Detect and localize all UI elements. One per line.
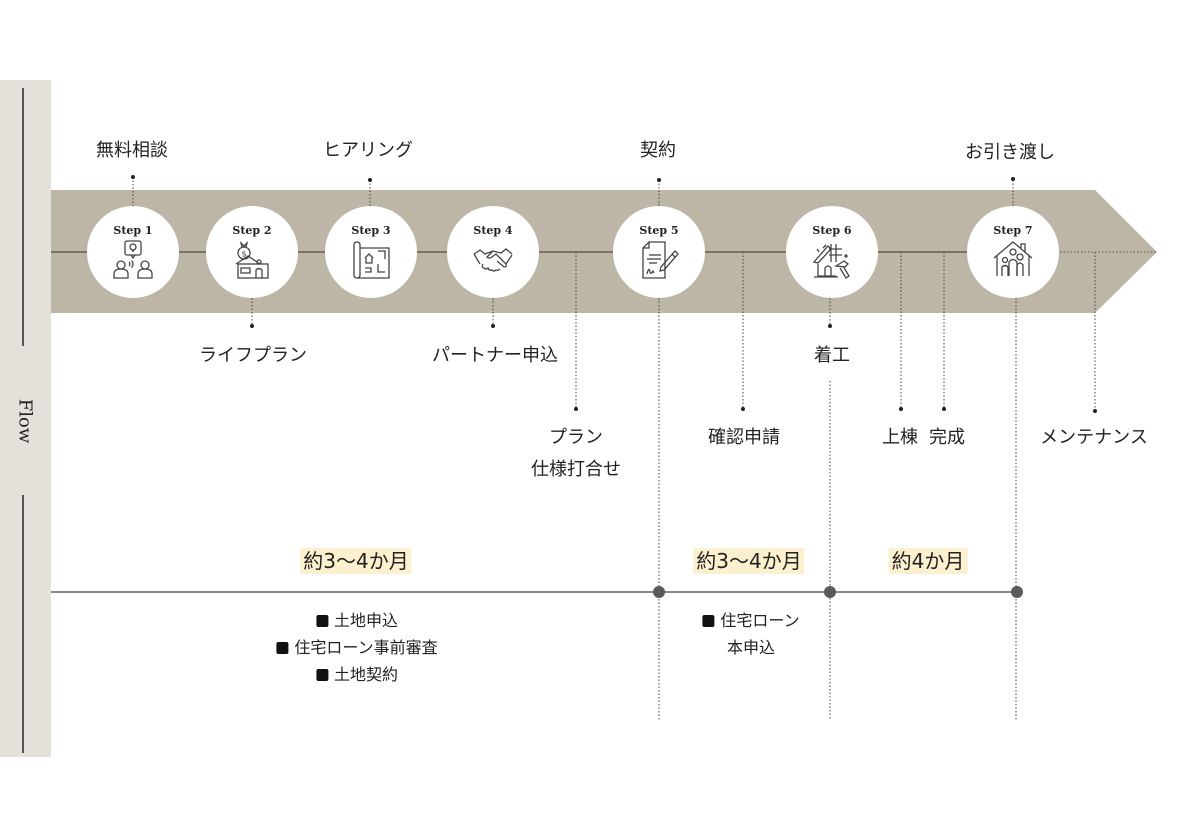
sub-milestone-maintenance: メンテナンス bbox=[1040, 427, 1148, 448]
bullet-square-icon bbox=[702, 615, 715, 627]
svg-text:$: $ bbox=[242, 250, 247, 259]
connector-dot bbox=[899, 407, 903, 411]
milestone-contract: 契約 bbox=[640, 140, 676, 161]
construction-icon bbox=[812, 244, 850, 279]
bullet-square-icon bbox=[276, 642, 289, 654]
timeline-node bbox=[1011, 586, 1023, 598]
timeline-node bbox=[824, 586, 836, 598]
step-label: Step 7 bbox=[993, 224, 1033, 237]
blueprint-icon bbox=[353, 241, 390, 279]
connector-dot bbox=[491, 324, 495, 328]
step-label: Step 1 bbox=[113, 224, 153, 237]
period-label-1: 約3〜4か月 bbox=[300, 548, 412, 574]
period-2-tasks: 住宅ローン 本申込 bbox=[702, 607, 800, 661]
connector-dot bbox=[250, 324, 254, 328]
task-text: 土地申込 bbox=[333, 611, 399, 630]
sidebar-divider-bottom bbox=[22, 495, 24, 753]
task-text: 土地契約 bbox=[333, 665, 399, 684]
step-label: Step 6 bbox=[812, 224, 852, 237]
task-item: 住宅ローン bbox=[702, 607, 800, 634]
connector-dot bbox=[368, 178, 372, 182]
milestone-partner-application: パートナー申込 bbox=[432, 345, 558, 366]
sub-milestone-plan: プラン bbox=[549, 427, 603, 448]
consultation-icon bbox=[113, 240, 153, 279]
sidebar-divider-top bbox=[22, 88, 24, 346]
milestone-life-plan: ライフプラン bbox=[199, 345, 307, 366]
bullet-square-icon bbox=[315, 669, 328, 681]
milestone-handover: お引き渡し bbox=[965, 142, 1055, 163]
task-item: 土地申込 bbox=[276, 607, 437, 634]
step-1[interactable]: Step 1 bbox=[87, 206, 179, 298]
connector-dot bbox=[574, 407, 578, 411]
sub-milestone-spec-meeting: 仕様打合せ bbox=[531, 459, 621, 480]
milestone-construction-start: 着工 bbox=[814, 345, 850, 366]
sub-milestone-confirmation: 確認申請 bbox=[708, 427, 780, 448]
task-text: 住宅ローン bbox=[720, 611, 800, 630]
step-label: Step 4 bbox=[473, 224, 513, 237]
house-money-icon: $ bbox=[235, 240, 269, 279]
connector-dot bbox=[131, 175, 135, 179]
handshake-icon bbox=[473, 248, 513, 272]
period-1-tasks: 土地申込 住宅ローン事前審査 土地契約 bbox=[276, 607, 438, 688]
step-6[interactable]: Step 6 bbox=[786, 206, 878, 298]
sub-milestone-framing: 上棟 bbox=[882, 427, 918, 448]
step-5[interactable]: Step 5 bbox=[613, 206, 705, 298]
step-4[interactable]: Step 4 bbox=[447, 206, 539, 298]
period-label-3: 約4か月 bbox=[888, 548, 968, 574]
timeline-node bbox=[653, 586, 665, 598]
task-item-continued: 本申込 bbox=[702, 634, 799, 661]
connector-dot bbox=[942, 407, 946, 411]
step-label: Step 5 bbox=[639, 224, 679, 237]
bullet-square-icon bbox=[315, 615, 328, 627]
sub-milestone-completion: 完成 bbox=[929, 427, 965, 448]
step-7[interactable]: Step 7 bbox=[967, 206, 1059, 298]
family-home-icon bbox=[993, 241, 1033, 276]
sidebar: Flow bbox=[0, 80, 51, 757]
milestone-free-consultation: 無料相談 bbox=[96, 140, 168, 161]
step-2[interactable]: Step 2 $ bbox=[206, 206, 298, 298]
task-text: 住宅ローン事前審査 bbox=[294, 638, 438, 657]
milestone-hearing: ヒアリング bbox=[323, 140, 413, 161]
connector-dot bbox=[828, 324, 832, 328]
task-item: 住宅ローン事前審査 bbox=[276, 634, 438, 661]
step-3[interactable]: Step 3 bbox=[325, 206, 417, 298]
step-label: Step 2 bbox=[232, 224, 272, 237]
connector-dot bbox=[1011, 177, 1015, 181]
connector-dot bbox=[741, 407, 745, 411]
connector-dot bbox=[1093, 409, 1097, 413]
step-label: Step 3 bbox=[351, 224, 391, 237]
contract-signing-icon bbox=[642, 241, 679, 279]
task-text: 本申込 bbox=[726, 638, 776, 657]
period-label-2: 約3〜4か月 bbox=[693, 548, 805, 574]
task-item: 土地契約 bbox=[276, 661, 437, 688]
connector-dot bbox=[657, 178, 661, 182]
